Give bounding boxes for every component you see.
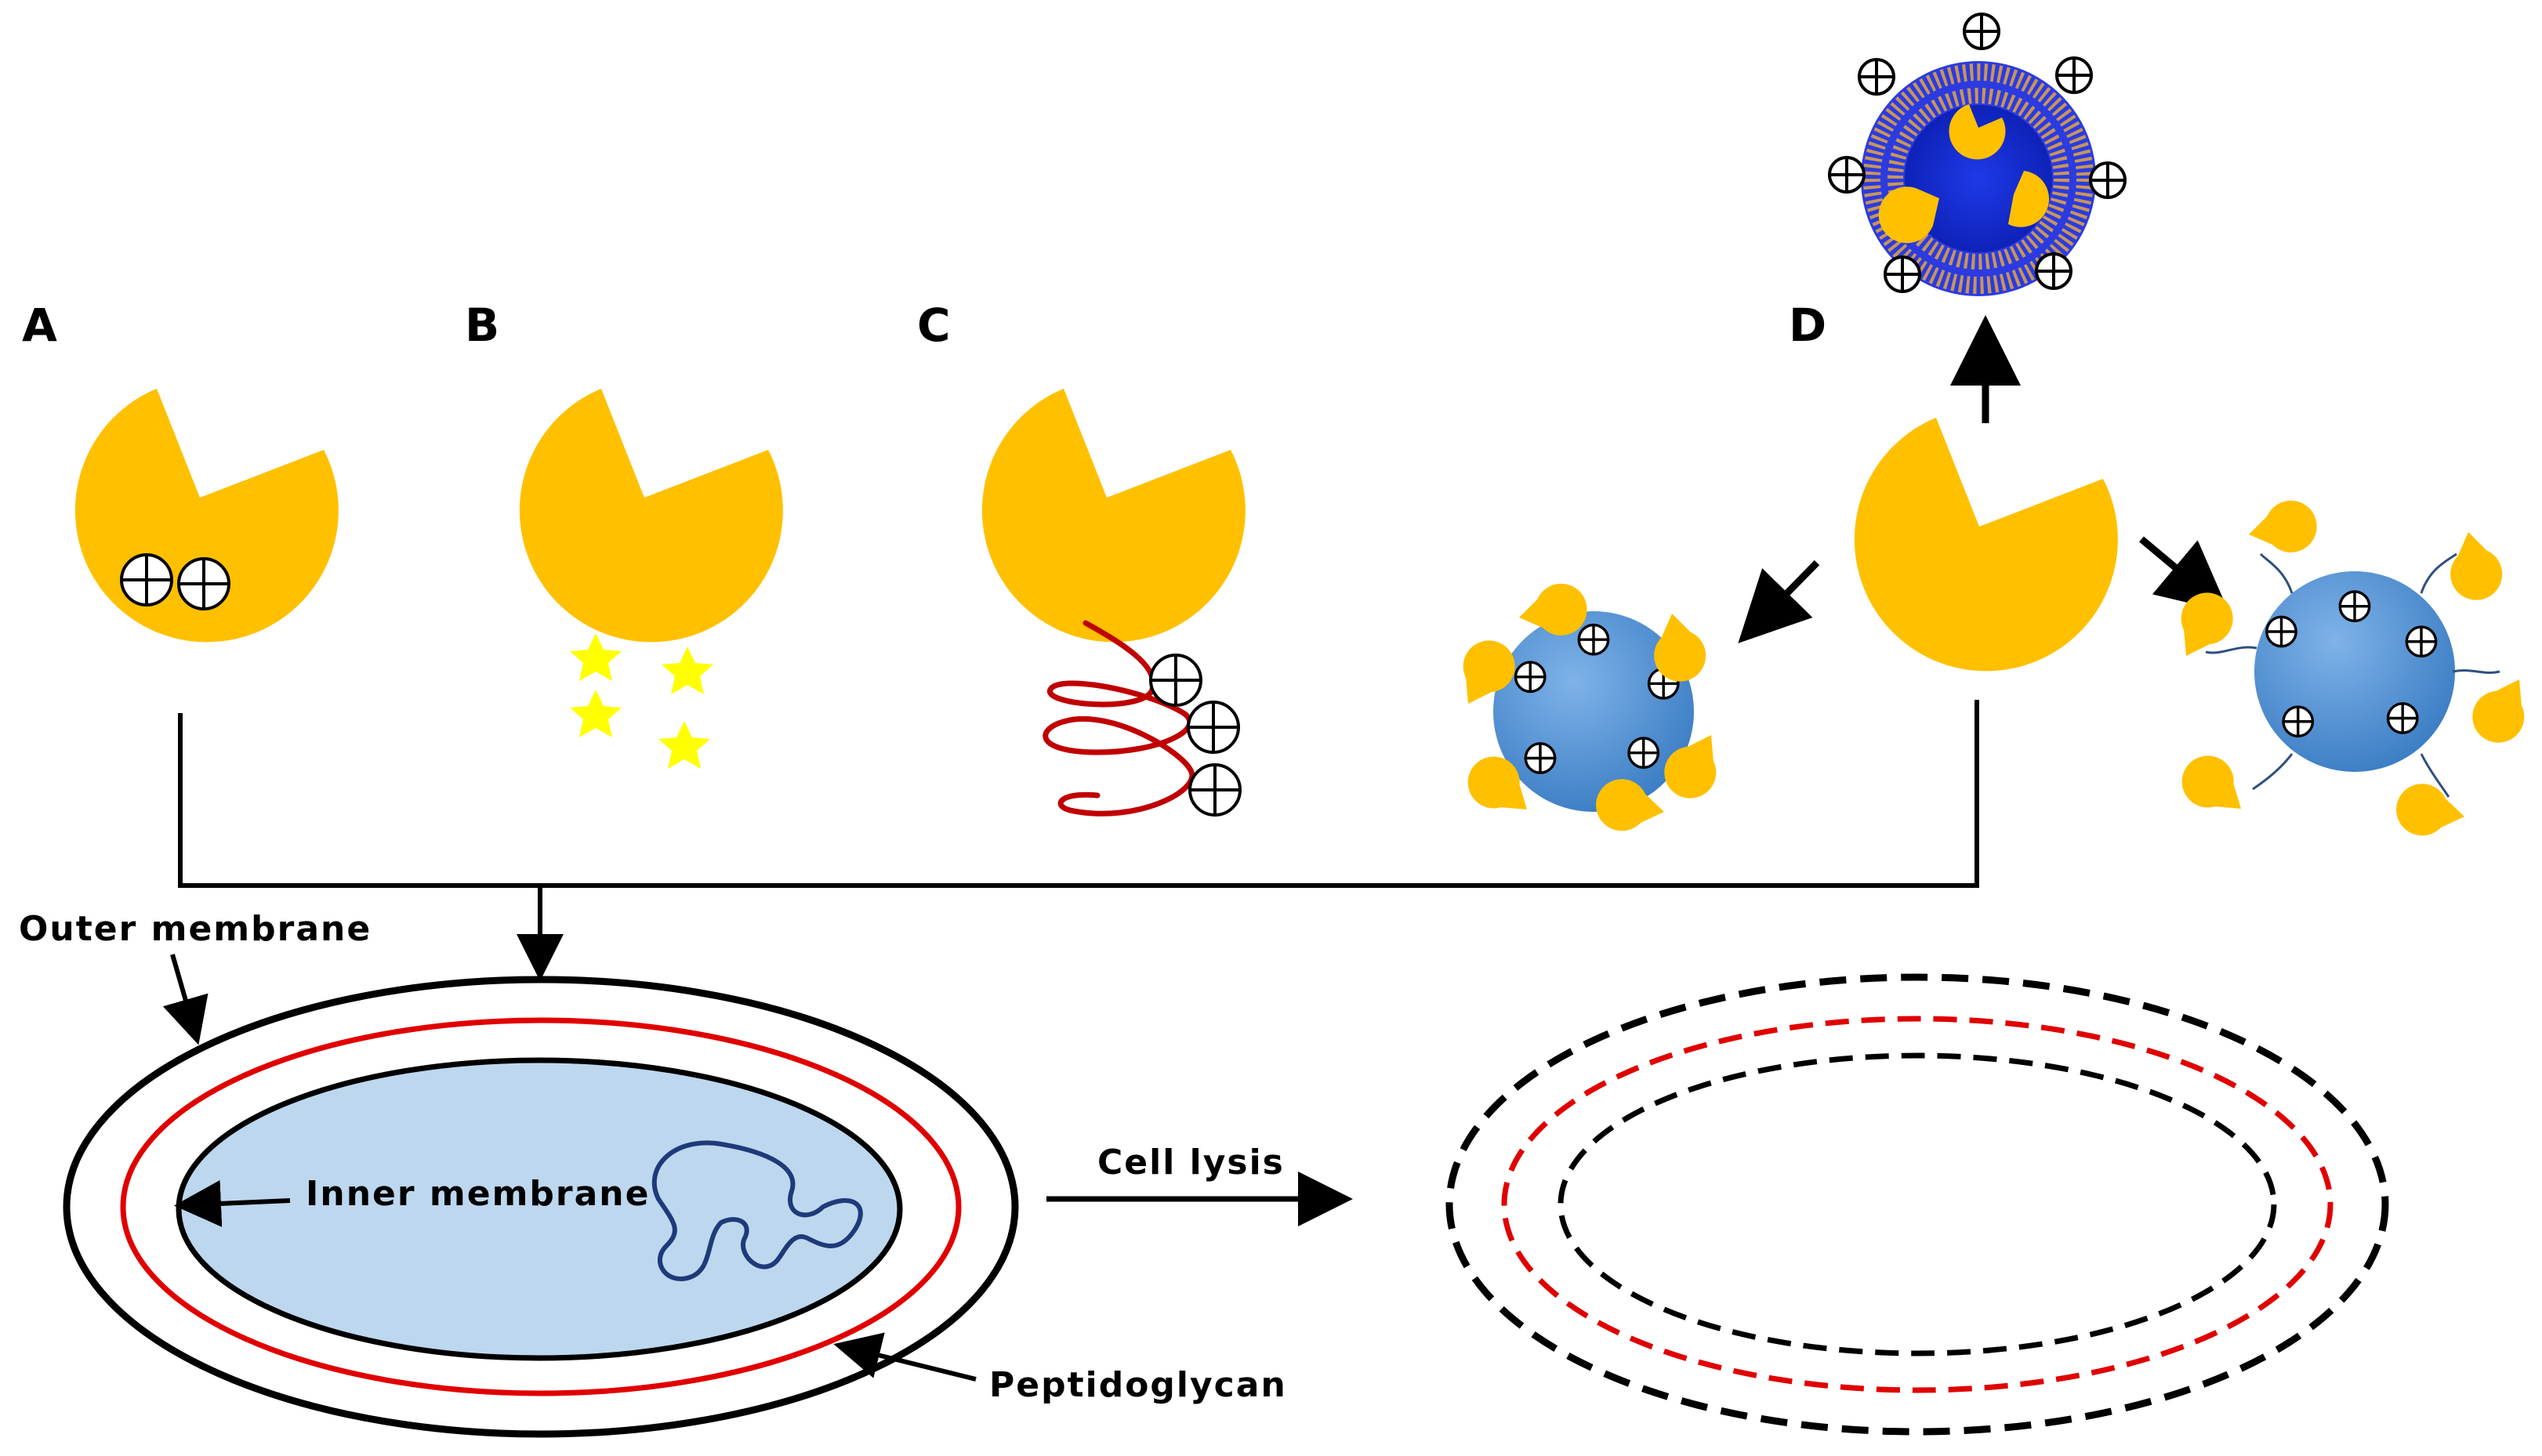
nanoparticle-direct-icon — [1444, 572, 1735, 849]
enzyme-pacman-d — [1854, 418, 2118, 672]
lysed-outer-membrane — [1445, 973, 2389, 1436]
peptide-tail-icon — [1043, 620, 1195, 817]
peptidoglycan-label: Peptidoglycan — [989, 1365, 1287, 1405]
inner-membrane-label: Inner membrane — [306, 1174, 650, 1214]
panel-label-b: B — [465, 299, 499, 352]
arrow-to-nanoparticle-right — [2139, 536, 2229, 613]
connector-lines — [178, 700, 1979, 888]
lysed-peptidoglycan — [1501, 1016, 2333, 1393]
panel-b-enzyme-group — [519, 389, 783, 769]
star-icon — [570, 633, 713, 769]
inner-membrane-arrow — [174, 1179, 291, 1227]
bacterial-cell — [63, 976, 1019, 1438]
enzyme-icon — [1878, 104, 2050, 244]
enzyme-pacman-b — [519, 389, 783, 643]
arrow-to-nanoparticle-left — [1738, 560, 1820, 643]
panel-label-d: D — [1789, 299, 1826, 352]
panel-a-enzyme-group — [74, 389, 339, 643]
enzyme-pacman-c — [981, 389, 1246, 643]
linker-icon — [2205, 552, 2500, 798]
lysed-cell — [1445, 973, 2389, 1436]
positive-charge-icon — [1149, 654, 1242, 817]
cell-lysis-label: Cell lysis — [1097, 1143, 1285, 1183]
liposome-icon — [1828, 13, 2127, 296]
outer-membrane-arrow — [162, 954, 209, 1045]
panel-d-enzyme-group — [1854, 418, 2118, 672]
nanoparticle-linked-icon — [2162, 489, 2542, 853]
outer-membrane-ring — [63, 976, 1019, 1438]
panel-label-c: C — [917, 299, 951, 352]
peptidoglycan-arrow — [833, 1332, 977, 1382]
panel-c-enzyme-group — [981, 389, 1246, 817]
panel-label-a: A — [22, 299, 57, 352]
nucleoid-icon — [651, 1140, 863, 1281]
lysed-inner-membrane — [1557, 1052, 2277, 1356]
outer-membrane-label: Outer membrane — [19, 909, 372, 949]
peptidoglycan-ring — [120, 1017, 962, 1396]
